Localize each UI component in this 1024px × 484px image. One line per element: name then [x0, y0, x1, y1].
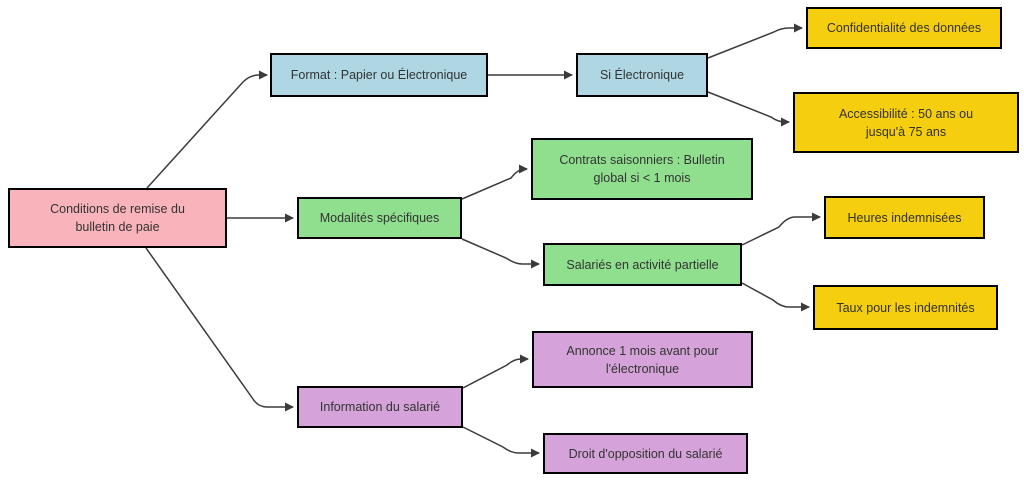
edge-information-droit — [462, 426, 540, 458]
node-label: Modalités spécifiques — [319, 211, 440, 225]
node-conditions-remise-bulletin: Conditions de remise du bulletin de paie — [8, 188, 227, 248]
node-information-salarie: Information du salarié — [297, 386, 463, 428]
node-label: Salariés en activité partielle — [566, 257, 719, 272]
node-annonce-1-mois: Annonce 1 mois avant pour l'électronique — [532, 331, 753, 388]
node-accessibilite: Accessibilité : 50 ans ou jusqu'à 75 ans — [793, 92, 1019, 153]
edge-modalites-contrats — [461, 164, 528, 200]
edge-si-electronique-confidentialite — [707, 23, 803, 59]
node-droit-opposition: Droit d'opposition du salarié — [543, 433, 748, 474]
node-format-papier-electronique: Format : Papier ou Électronique — [270, 53, 488, 97]
node-label: Conditions de remise du bulletin de paie — [50, 202, 185, 234]
node-taux-indemnites: Taux pour les indemnités — [813, 285, 998, 330]
node-label: Si Électronique — [599, 68, 685, 82]
node-modalites-specifiques: Modalités spécifiques — [297, 197, 462, 239]
edge-salaries-taux — [741, 282, 810, 312]
node-salaries-activite-partielle: Salariés en activité partielle — [543, 243, 742, 286]
edge-si-electronique-accessibilite — [707, 91, 790, 127]
node-label: Contrats saisonniers : Bulletin global s… — [559, 153, 725, 185]
node-label: Accessibilité : 50 ans ou jusqu'à 75 ans — [838, 106, 974, 139]
edge-salaries-heures — [741, 212, 821, 246]
node-label: Information du salarié — [319, 400, 441, 414]
node-label: Droit d'opposition du salarié — [568, 446, 723, 461]
edge-root-format — [146, 70, 268, 189]
node-heures-indemnisees: Heures indemnisées — [824, 196, 985, 239]
node-label: Annonce 1 mois avant pour l'électronique — [566, 343, 719, 376]
node-label: Format : Papier ou Électronique — [290, 68, 468, 82]
edge-root-information — [145, 247, 294, 412]
node-label: Heures indemnisées — [847, 210, 962, 225]
node-label: Confidentialité des données — [826, 21, 982, 35]
node-label: Taux pour les indemnités — [836, 300, 975, 315]
edge-information-annonce — [462, 354, 529, 389]
node-confidentialite-donnees: Confidentialité des données — [806, 7, 1002, 49]
node-contrats-saisonniers: Contrats saisonniers : Bulletin global s… — [531, 138, 753, 200]
edge-modalites-salaries — [461, 238, 540, 269]
node-si-electronique: Si Électronique — [576, 53, 708, 97]
